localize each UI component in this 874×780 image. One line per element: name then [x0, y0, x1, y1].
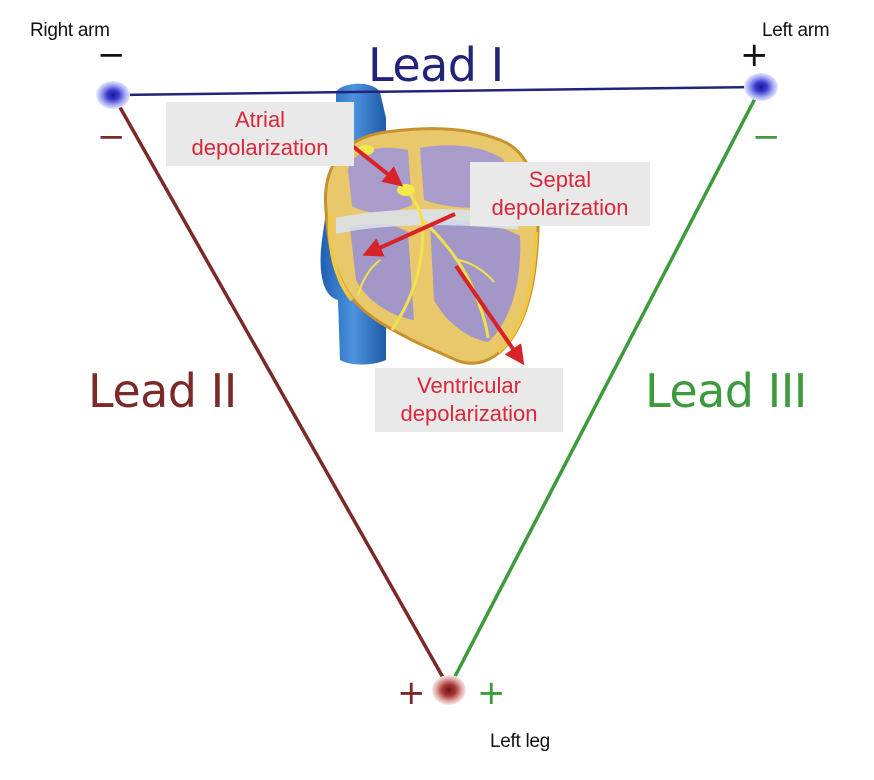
- ventricular-callout-line2: depolarization: [400, 401, 538, 426]
- ventricular-depolarization-callout: Ventricular depolarization: [375, 368, 563, 432]
- ventricular-arrow: [454, 264, 525, 366]
- left-arm-plus-sign: +: [740, 35, 769, 75]
- lead-3-label: Lead III: [645, 364, 807, 418]
- right-arm-lead-2-minus-sign: −: [97, 117, 126, 157]
- left-leg-lead-2-plus-sign: +: [397, 673, 426, 713]
- lead-2-line: [111, 94, 451, 689]
- atrial-depolarization-callout: Atrial depolarization: [166, 102, 354, 166]
- left-leg-lead-3-plus-sign: +: [477, 673, 506, 713]
- left-arm-lead-3-minus-sign: −: [752, 117, 781, 157]
- lead-2-label: Lead II: [88, 364, 237, 418]
- right-arm-minus-sign: −: [97, 35, 126, 75]
- lead-1-label: Lead I: [368, 38, 504, 92]
- septal-callout-line1: Septal: [528, 167, 592, 192]
- atrial-callout-line2: depolarization: [191, 135, 329, 160]
- left-leg-label: Left leg: [490, 731, 550, 752]
- septal-callout-line2: depolarization: [491, 195, 629, 220]
- left-arm-electrode-icon: [744, 73, 778, 101]
- atrial-callout-line1: Atrial: [234, 107, 286, 132]
- septal-depolarization-callout: Septal depolarization: [470, 162, 650, 226]
- lead-1-line: [112, 85, 762, 97]
- right-arm-electrode-icon: [96, 81, 130, 109]
- ventricular-callout-line1: Ventricular: [417, 373, 521, 398]
- left-leg-electrode-icon: [432, 675, 466, 705]
- lead-3-line: [447, 86, 763, 689]
- right-arm-label: Right arm: [30, 20, 110, 41]
- left-arm-label: Left arm: [762, 20, 830, 41]
- atrial-arrow: [348, 142, 404, 187]
- septal-arrow: [362, 212, 456, 257]
